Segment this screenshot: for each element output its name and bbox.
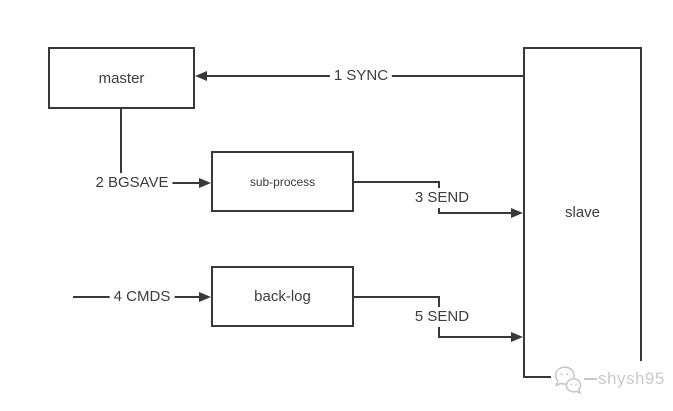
send3-line-horizontal-2 xyxy=(438,212,511,214)
edge-label-send5: 5 SEND xyxy=(410,307,474,327)
wechat-icon xyxy=(554,364,583,395)
node-sub-process: sub-process xyxy=(211,151,354,212)
send3-arrowhead-icon xyxy=(511,208,523,218)
send5-line-horizontal-1 xyxy=(354,296,440,298)
node-sub-process-label: sub-process xyxy=(249,174,316,189)
node-slave-label: slave xyxy=(564,204,601,221)
send3-line-horizontal-1 xyxy=(354,181,440,183)
edge-label-bgsave: 2 BGSAVE xyxy=(91,173,173,193)
sync-arrowhead-icon xyxy=(195,71,207,81)
edge-label-sync: 1 SYNC xyxy=(329,66,393,86)
node-master: master xyxy=(48,47,195,109)
cmds-arrowhead-icon xyxy=(199,292,211,302)
watermark: shysh95 xyxy=(551,361,668,397)
send5-arrowhead-icon xyxy=(511,332,523,342)
edge-label-send3: 3 SEND xyxy=(410,188,474,208)
node-slave: slave xyxy=(523,47,642,378)
watermark-dash xyxy=(584,378,597,380)
node-master-label: master xyxy=(98,69,145,87)
bgsave-line-vertical xyxy=(120,109,122,184)
watermark-label: shysh95 xyxy=(598,369,665,388)
node-back-log: back-log xyxy=(211,266,354,327)
node-back-log-label: back-log xyxy=(254,288,311,305)
edge-label-cmds: 4 CMDS xyxy=(109,287,175,307)
send5-line-horizontal-2 xyxy=(438,336,511,338)
bgsave-arrowhead-icon xyxy=(199,178,211,188)
